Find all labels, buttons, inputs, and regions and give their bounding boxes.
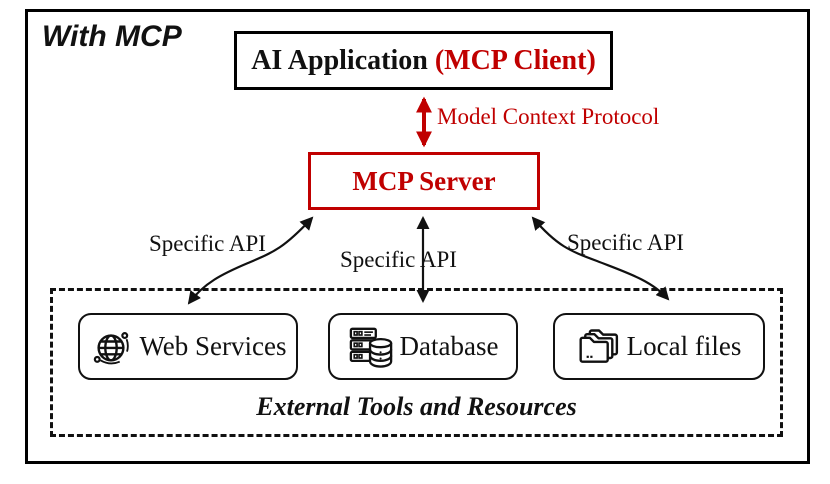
mcp-client-label: (MCP Client) — [434, 44, 596, 76]
database-icon — [349, 327, 392, 368]
external-tools-label: External Tools and Resources — [256, 392, 577, 421]
folders-icon — [579, 328, 618, 363]
globe-icon — [94, 331, 130, 364]
model-context-protocol-label: Model Context Protocol — [437, 104, 660, 129]
web-services-box: Web Services — [78, 313, 298, 380]
database-box: Database — [328, 313, 518, 380]
ai-application-label: AI Application — [251, 44, 435, 76]
ai-application-box: AI Application (MCP Client) — [234, 31, 613, 90]
specific-api-label-left: Specific API — [149, 231, 266, 256]
diagram-title: With MCP — [42, 20, 182, 53]
specific-api-label-right: Specific API — [567, 230, 684, 255]
tool-label: Database — [399, 331, 499, 361]
tool-label: Local files — [626, 331, 742, 361]
specific-api-label-middle: Specific API — [340, 247, 457, 272]
local-files-box: Local files — [553, 313, 765, 380]
tool-label: Web Services — [139, 331, 287, 361]
mcp-server-box: MCP Server — [308, 152, 540, 210]
